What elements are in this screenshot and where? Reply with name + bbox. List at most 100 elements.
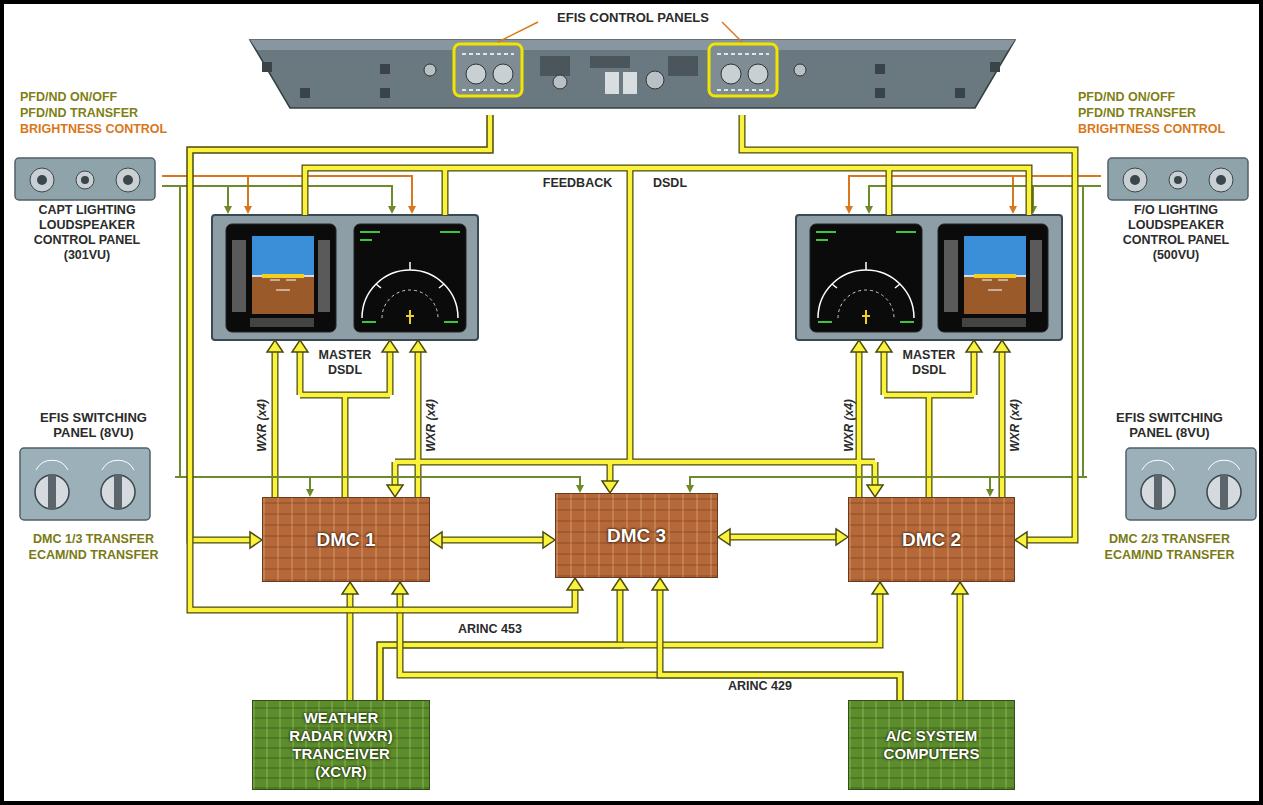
arrowhead <box>576 485 584 493</box>
bus-label: FEEDBACK <box>540 176 615 191</box>
efis-control-panel <box>721 64 741 84</box>
transfer-arrowhead <box>224 206 232 214</box>
glareshield-panel <box>623 72 637 94</box>
transfer-connector <box>175 477 314 497</box>
glareshield-panel <box>794 64 806 76</box>
bus-connector <box>190 115 490 548</box>
bus-outline <box>190 115 490 540</box>
bus-outline <box>957 591 964 700</box>
computer-box: A/C SYSTEM COMPUTERS <box>848 700 1015 790</box>
node-text: DMC 3 <box>607 525 666 547</box>
dsdl-wire <box>267 340 283 352</box>
glareshield-panel <box>590 56 630 68</box>
bus-connector <box>380 582 888 700</box>
transfer-line <box>690 477 1087 487</box>
arrowhead <box>986 489 994 497</box>
bus-line <box>958 591 963 700</box>
transceiver-box: WEATHER RADAR (WXR) TRANCEIVER (XCVR) <box>252 700 430 790</box>
efis-control-panel <box>454 44 522 96</box>
control-label: PFD/ND ON/OFF <box>20 90 117 105</box>
efis-control-panel <box>462 54 514 90</box>
efis-control-panel <box>717 54 769 90</box>
glareshield-panel <box>553 75 567 89</box>
bus-connector <box>190 115 583 610</box>
bus-line <box>439 538 546 543</box>
arrowhead <box>872 582 888 594</box>
bus-connector <box>742 115 1075 548</box>
bus-label: WXR (x4) <box>255 390 270 460</box>
switching-panel <box>1126 448 1256 520</box>
bus-connector <box>380 578 628 700</box>
bus-line <box>190 115 490 540</box>
dsdl-wire <box>876 340 892 352</box>
display-unit <box>810 224 922 332</box>
lighting-control-panel: F/O LIGHTING LOUDSPEAKER CONTROL PANEL (… <box>1101 155 1251 265</box>
lighting-panel <box>15 158 155 200</box>
glareshield-panel <box>540 56 570 76</box>
node-text: ECAM/ND TRANSFER <box>12 548 175 563</box>
dsdl-wire <box>267 168 1029 497</box>
transfer-connector <box>686 477 1087 493</box>
dmc-box: DMC 3 <box>555 493 718 578</box>
arrowhead <box>250 532 262 548</box>
bus-outline <box>660 587 900 700</box>
brightness-arrowhead <box>408 206 416 214</box>
arrowhead <box>306 489 314 497</box>
bus-line <box>727 535 839 540</box>
efis-control-panel <box>493 64 513 84</box>
bus-line <box>660 587 900 700</box>
brightness-arrowhead <box>1009 206 1017 214</box>
bus-label: WXR (x4) <box>842 390 857 460</box>
node-text: DMC 2/3 TRANSFER <box>1087 532 1252 547</box>
node-text: EFIS CONTROL PANELS <box>248 10 1018 26</box>
display-unit <box>938 224 1048 332</box>
dsdl-wire <box>275 168 1029 497</box>
control-label: PFD/ND TRANSFER <box>1078 106 1196 121</box>
bus-label: ARINC 429 <box>715 679 805 694</box>
glareshield-panel <box>955 88 965 98</box>
arrowhead <box>652 578 668 590</box>
arrowhead <box>1015 532 1027 548</box>
control-label: PFD/ND ON/OFF <box>1078 90 1175 105</box>
bus-label: WXR (x4) <box>424 390 439 460</box>
arrowhead <box>612 578 628 590</box>
dsdl-wire <box>382 340 398 352</box>
node-text: CAPT LIGHTING LOUDSPEAKER CONTROL PANEL … <box>26 203 148 263</box>
glareshield-panel <box>646 71 664 89</box>
arrowhead <box>430 532 442 548</box>
glareshield-panel <box>380 64 390 74</box>
efis-panel-group: EFIS CONTROL PANELS <box>248 10 1018 115</box>
arrowhead <box>342 582 358 594</box>
arrowhead <box>718 529 730 545</box>
glareshield-panel <box>380 88 390 98</box>
dsdl-wire <box>966 340 982 352</box>
bus-outline <box>727 534 839 541</box>
bus-connector <box>718 529 848 545</box>
bus-connector <box>392 582 900 700</box>
display-unit <box>212 215 478 340</box>
transfer-line <box>175 477 310 491</box>
bus-label: DSDL <box>645 176 695 191</box>
transfer-arrowhead <box>865 206 873 214</box>
node-text: A/C SYSTEM COMPUTERS <box>877 727 986 763</box>
glareshield-panel <box>250 40 1015 50</box>
brightness-arrowhead <box>244 206 252 214</box>
arrowhead <box>392 582 408 594</box>
node-text: EFIS SWITCHING PANEL (8VU) <box>28 410 159 440</box>
bus-label: ARINC 453 <box>445 622 535 637</box>
leader-line <box>498 22 538 42</box>
control-label: BRIGHTNESS CONTROL <box>1078 122 1225 137</box>
glareshield-panel <box>250 40 1015 108</box>
dmc-box: DMC 1 <box>262 497 430 582</box>
switching-panel: EFIS SWITCHING PANEL (8VU) DMC 1/3 TRANSF… <box>12 410 175 570</box>
brightness-arrowhead <box>845 206 853 214</box>
node-text: DMC 1/3 TRANSFER <box>12 532 175 547</box>
dsdl-wire <box>387 485 403 497</box>
lighting-control-panel: CAPT LIGHTING LOUDSPEAKER CONTROL PANEL … <box>12 155 162 265</box>
glareshield-panel <box>990 62 1000 72</box>
bus-connector <box>952 582 968 700</box>
node-text: ECAM/ND TRANSFER <box>1087 548 1252 563</box>
display-unit <box>354 224 466 332</box>
transfer-line <box>175 477 580 487</box>
